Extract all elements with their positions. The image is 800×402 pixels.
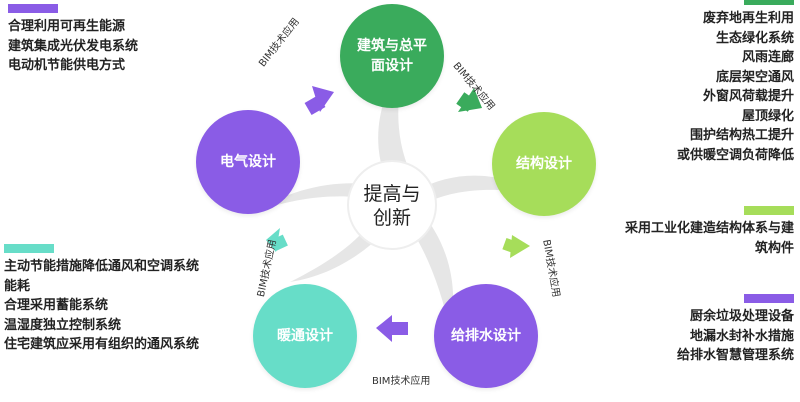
center-circle — [347, 160, 437, 250]
panel-electrical-item: 建筑集成光伏发电系统 — [8, 38, 139, 54]
node-hvac: 暖通设计 — [253, 284, 357, 388]
panel-hvac-item: 能耗 — [4, 278, 31, 294]
panel-water-item: 给排水智慧管理系统 — [676, 348, 794, 363]
panel-electrical-bar — [8, 4, 58, 13]
panel-hvac-item: 温湿度独立控制系统 — [4, 317, 122, 333]
panel-water-item: 地漏水封补水措施 — [689, 328, 794, 344]
node-electrical: 电气设计 — [196, 110, 300, 214]
panel-electrical-item: 电动机节能供电方式 — [8, 58, 126, 73]
panel-architecture-item: 风雨连廊 — [741, 50, 794, 65]
center-label-line2: 创新 — [372, 207, 411, 229]
panel-electrical-item: 合理利用可再生能源 — [8, 19, 126, 34]
panel-hvac-item: 主动节能措施降低通风和空调系统 — [4, 259, 200, 274]
panel-architecture-bar — [744, 0, 794, 5]
node-hvac-label: 暖通设计 — [277, 328, 333, 344]
arrow-hvac-to-electrical — [266, 228, 288, 252]
panel-architecture-item: 生态绿化系统 — [715, 30, 794, 46]
node-architecture: 建筑与总平面设计 — [340, 4, 444, 108]
panel-structure: 采用工业化建造结构体系与建 筑构件 — [625, 206, 794, 258]
panel-architecture-item: 外窗风荷载提升 — [702, 89, 794, 104]
panel-hvac-item: 合理采用蓄能系统 — [4, 298, 109, 313]
panel-hvac: 主动节能措施降低通风和空调系统 能耗 合理采用蓄能系统 温湿度独立控制系统 住宅… — [4, 244, 199, 355]
panel-structure-item: 采用工业化建造结构体系与建 — [624, 221, 794, 236]
panel-architecture-item: 或供暖空调负荷降低 — [676, 147, 794, 163]
bim-label-bottom: BIM技术应用 — [372, 376, 431, 387]
arrow-architecture-to-structure — [456, 88, 482, 112]
panel-electrical: 合理利用可再生能源 建筑集成光伏发电系统 电动机节能供电方式 — [8, 4, 138, 76]
node-structure-label: 结构设计 — [516, 156, 572, 172]
arrow-water-to-hvac — [376, 315, 408, 342]
arrow-electrical-to-architecture — [304, 86, 334, 116]
panel-architecture-item: 屋顶绿化 — [741, 108, 794, 124]
panel-hvac-item: 住宅建筑应采用有组织的通风系统 — [4, 337, 200, 352]
panel-architecture-item: 围护结构热工提升 — [689, 128, 794, 143]
center-label: 提高与 创新 — [352, 182, 432, 230]
panel-architecture-item: 废弃地再生利用 — [702, 11, 794, 26]
node-structure: 结构设计 — [492, 112, 596, 216]
panel-water-bar — [744, 294, 794, 303]
panel-water: 厨余垃圾处理设备 地漏水封补水措施 给排水智慧管理系统 — [677, 294, 794, 366]
arrow-structure-to-water — [502, 235, 530, 258]
node-architecture-label: 建筑与总平面设计 — [357, 38, 427, 74]
panel-architecture: 废弃地再生利用 生态绿化系统 风雨连廊 底层架空通风 外窗风荷载提升 屋顶绿化 … — [677, 0, 794, 165]
center-label-line1: 提高与 — [363, 183, 421, 205]
panel-structure-bar — [744, 206, 794, 215]
node-electrical-label: 电气设计 — [220, 154, 276, 170]
panel-hvac-bar — [4, 244, 54, 253]
node-water-label: 给排水设计 — [451, 328, 521, 344]
node-water: 给排水设计 — [434, 284, 538, 388]
panel-structure-item: 筑构件 — [754, 240, 794, 256]
panel-water-item: 厨余垃圾处理设备 — [689, 309, 794, 324]
panel-architecture-item: 底层架空通风 — [715, 69, 794, 85]
